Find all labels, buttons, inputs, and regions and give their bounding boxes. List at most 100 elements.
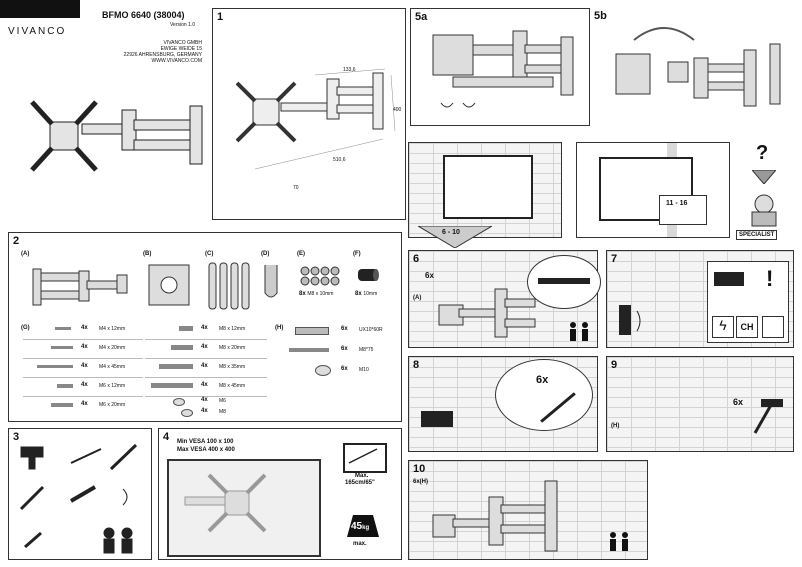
dimension-drawing — [235, 68, 396, 170]
size-label: M6 x 20mm — [99, 402, 126, 408]
step-number: 5a — [415, 11, 428, 23]
step-3-panel: 3 — [8, 428, 152, 560]
logo-block: VIVANCO — [0, 0, 80, 42]
step-number: 9 — [611, 359, 618, 371]
wall-plate-illustration — [438, 288, 536, 338]
qty-label: 4x — [201, 397, 208, 403]
size-label: M8 x 10mm — [307, 291, 334, 297]
product-illustration — [12, 92, 212, 192]
two-people-icon — [570, 322, 588, 341]
size-label: 10mm — [363, 291, 378, 297]
qty-label: 4x — [81, 382, 88, 388]
address-line: EWIGE WEIDE 15 — [160, 46, 202, 52]
weight-max-label: max. — [353, 541, 367, 547]
group-label: (H) — [611, 423, 620, 429]
size-label: M4 x 45mm — [99, 364, 126, 370]
group-h-list: 6x UX10*60R 6x M8*75 6x M10 — [285, 321, 395, 381]
group-m8-list: 4x M8 x 12mm 4x M8 x 20mm 4x M8 x 35mm 4… — [145, 321, 267, 419]
screw-icon — [159, 364, 193, 369]
size-label: M4 x 12mm — [99, 326, 126, 332]
part-f-spec: 8x 10mm — [355, 291, 377, 297]
qty-label: 4x — [81, 363, 88, 369]
size-label: M4 x 20mm — [99, 345, 126, 351]
dimension-label: 510,6 — [333, 157, 346, 163]
step-number: 1 — [217, 11, 224, 23]
tools-illustration — [19, 443, 138, 554]
max-size-value: 165cm/65" — [345, 480, 375, 486]
specialist-label: SPECIALIST — [736, 230, 778, 240]
step-number: 4 — [163, 431, 170, 443]
list-item: 4x M8 x 45mm — [145, 378, 267, 397]
list-item: 4x M6 x 12mm — [23, 378, 143, 397]
step-8-panel: 8 6x — [408, 356, 598, 452]
range-label: 6 - 10 — [442, 229, 460, 236]
list-item: 6x M10 — [285, 361, 395, 381]
size-label: M8 x 45mm — [219, 383, 246, 389]
screw-icon — [51, 346, 73, 349]
group-label-c: (C) — [205, 251, 214, 257]
group-g-list: 4x M4 x 12mm 4x M4 x 20mm 4x M4 x 45mm 4… — [23, 321, 143, 415]
part-e-spec: 8x M8 x 10mm — [299, 291, 333, 297]
screw-icon — [37, 365, 73, 368]
list-item: 4x M8 x 35mm — [145, 359, 267, 378]
step-5b-panel: 5b — [594, 8, 794, 126]
step-5a-panel: 5a — [410, 8, 590, 126]
qty-label: 8x — [355, 291, 362, 297]
step-7-panel: 7 ! ϟ CH — [606, 250, 794, 348]
count-label: 6x — [733, 397, 744, 407]
part-a-arm-icon — [29, 261, 129, 311]
tv-screen-illustration — [167, 459, 321, 557]
range-label: 11 - 16 — [666, 200, 688, 207]
qty-label: 4x — [81, 401, 88, 407]
step-number: 2 — [13, 235, 20, 247]
hammer-icon — [753, 399, 783, 434]
washer-icon — [181, 409, 193, 417]
stud-finder-icon — [619, 305, 641, 335]
lag-bolt-icon — [289, 348, 329, 352]
max-size-label: Max. — [355, 473, 369, 479]
dimension-label: 70 — [293, 185, 299, 191]
group-label: 6x(H) — [413, 479, 429, 485]
group-label-e: (E) — [297, 251, 305, 257]
gas-label: CH — [736, 316, 758, 338]
drill-bit-detail-circle: 6x — [495, 359, 593, 431]
step-number: 3 — [13, 431, 20, 443]
count-label: 6x — [536, 374, 549, 386]
group-label-h: (H) — [275, 325, 284, 331]
water-tap-icon — [762, 316, 784, 338]
specialist-block: ? SPECIALIST — [736, 142, 792, 242]
list-item: 4x M6 x 20mm — [23, 397, 143, 415]
wall-brick-panel — [408, 142, 562, 238]
part-e-nuts-icon — [299, 265, 343, 287]
brand-logo: VIVANCO — [8, 26, 67, 37]
screw-icon — [51, 403, 73, 407]
size-label: M8 x 20mm — [219, 345, 246, 351]
qty-label: 4x — [201, 363, 208, 369]
qty-label: 4x — [81, 325, 88, 331]
range-badge-a: 6 - 10 — [418, 226, 492, 248]
address-line: VIVANCO GMBH — [163, 40, 202, 46]
group-label-g: (G) — [21, 325, 30, 331]
part-b-plate-icon — [147, 263, 191, 307]
bracket-wall-illustration — [432, 480, 558, 552]
group-label-a: (A) — [21, 251, 30, 257]
question-mark: ? — [756, 142, 769, 164]
part-f-spacer-icon — [357, 267, 381, 283]
screw-icon — [179, 326, 193, 331]
size-label: M6 x 12mm — [99, 383, 126, 389]
screw-icon — [171, 345, 193, 350]
qty-label: 4x — [81, 344, 88, 350]
tv-on-wall-illustration — [443, 155, 533, 219]
tv-on-wall-illustration — [599, 157, 693, 221]
range-badge-b: 11 - 16 — [659, 195, 707, 225]
group-label-b: (B) — [143, 251, 152, 257]
qty-label: 6x — [341, 346, 348, 352]
vesa-max-label: Max VESA 400 x 400 — [177, 447, 235, 453]
qty-label: 4x — [201, 344, 208, 350]
qty-label: 4x — [201, 408, 208, 414]
count-label: 6x — [425, 271, 434, 280]
screen-size-icon — [343, 443, 387, 473]
list-item: 4x M4 x 12mm — [23, 321, 143, 340]
drill-icon — [714, 272, 744, 286]
size-label: M10 — [359, 367, 369, 373]
